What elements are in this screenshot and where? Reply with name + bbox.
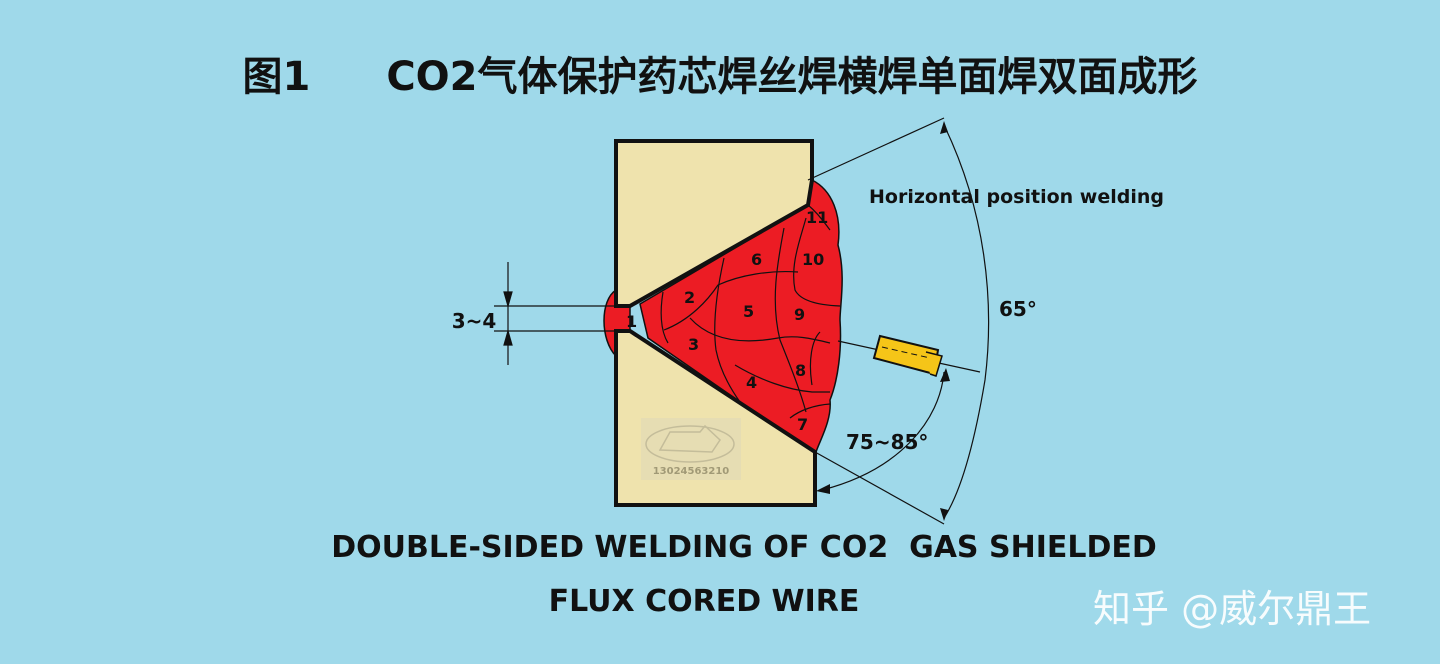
stamp-text: 13024563210: [653, 466, 730, 477]
torch-angle-arc: [821, 371, 945, 491]
groove-angle-label: 65°: [999, 297, 1037, 321]
lower-plate: [614, 329, 817, 507]
weld-pass-boundaries: [660, 204, 841, 419]
gap-dimension: [494, 262, 616, 365]
watermark: 知乎 @威尔鼎王: [1093, 587, 1372, 631]
pass-label: 3: [688, 335, 699, 354]
torch-nozzle: [872, 334, 943, 377]
pass-label: 11: [806, 208, 828, 227]
groove-angle-arc: [943, 124, 990, 519]
stamp-logo: 13024563210: [641, 418, 741, 480]
figure-number: 图1: [242, 54, 311, 100]
angle-arrowheads: [816, 121, 950, 521]
gap-label: 3~4: [452, 309, 497, 333]
pass-label: 9: [794, 305, 805, 324]
torch-angle-label: 75~85°: [846, 430, 928, 454]
figure-title-text: CO2气体保护药芯焊丝焊横焊单面焊双面成形: [386, 54, 1198, 100]
figure-title: 图1 CO2气体保护药芯焊丝焊横焊单面焊双面成形: [0, 44, 1440, 102]
pass-label: 8: [795, 361, 806, 380]
pass-number-labels: 1 2 3 4 5 6 7 8 9 10 11: [626, 208, 828, 434]
pass-label: 10: [802, 250, 824, 269]
pass-label: 2: [684, 288, 695, 307]
pass-label: 1: [626, 312, 637, 331]
pass-label: 6: [751, 250, 762, 269]
pass-label: 7: [797, 415, 808, 434]
pass-label: 5: [743, 302, 754, 321]
position-label: Horizontal position welding: [869, 186, 1164, 208]
pass-label: 4: [746, 373, 757, 392]
caption-line-1: DOUBLE-SIDED WELDING OF CO2 GAS SHIELDED: [331, 530, 1157, 565]
caption-line-2: FLUX CORED WIRE: [548, 584, 860, 619]
